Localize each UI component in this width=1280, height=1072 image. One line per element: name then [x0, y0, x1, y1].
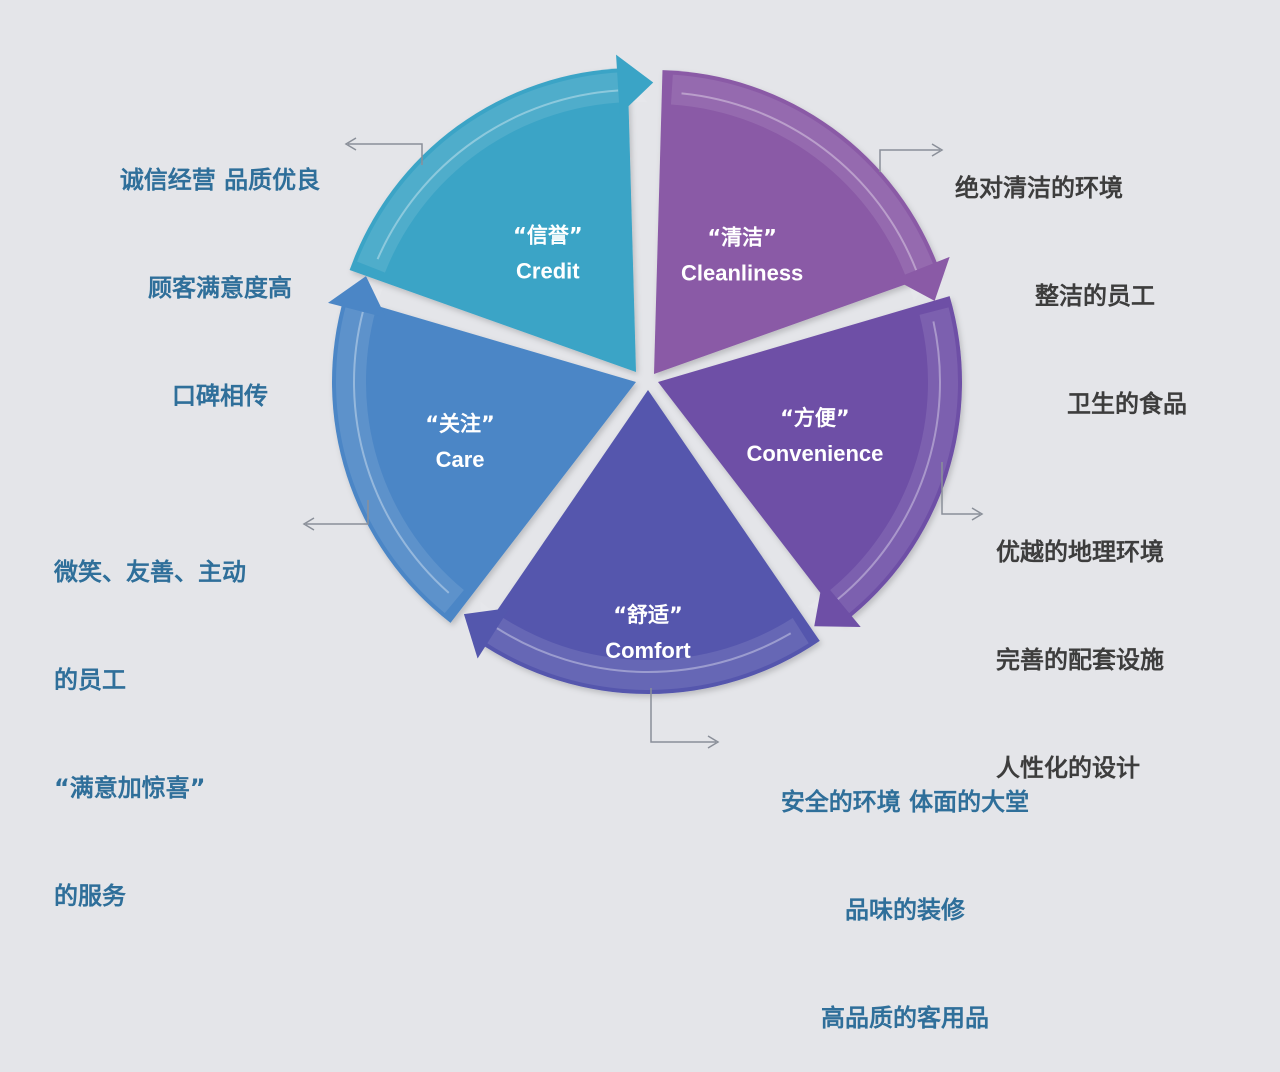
segment-arc-line-comfort	[496, 627, 792, 673]
connector-cleanliness-head	[931, 143, 944, 157]
connector-convenience	[941, 462, 980, 515]
connector-care	[306, 500, 369, 525]
note-credit-line-2: 顾客满意度高	[148, 274, 292, 302]
note-credit-line-3: 口碑相传	[172, 382, 268, 410]
segment-arc-convenience	[807, 307, 958, 617]
connector-convenience-head	[971, 507, 984, 521]
note-comfort: 安全的环境 体面的大堂 品味的装修 高品质的客用品	[740, 712, 1070, 1072]
note-convenience: 优越的地理环境 完善的配套设施 人性化的设计	[996, 462, 1164, 822]
segment-label-cn-convenience: “方便”	[780, 406, 850, 430]
segment-label-cn-comfort: “舒适”	[613, 603, 683, 627]
segment-convenience	[658, 296, 962, 623]
segment-comfort	[476, 390, 820, 694]
connectors	[302, 137, 984, 749]
segment-credit	[349, 68, 636, 372]
note-care: 微笑、友善、主动 的员工 “满意加惊喜” 的服务	[54, 482, 246, 950]
segment-arc-line-credit	[376, 89, 619, 260]
note-credit: 诚信经营 品质优良 顾客满意度高 口碑相传	[92, 90, 348, 450]
note-care-line-4: 的服务	[54, 882, 126, 910]
arrowhead-cleanliness	[893, 256, 950, 301]
segment-label-en-convenience: Convenience	[746, 441, 883, 466]
connector-comfort	[650, 688, 716, 743]
arrowhead-credit	[616, 54, 654, 115]
note-cleanliness: 绝对清洁的环境 整洁的员工 卫生的食品	[955, 98, 1187, 458]
note-care-line-1: 微笑、友善、主动	[54, 558, 246, 586]
note-care-line-3: “满意加惊喜”	[54, 774, 206, 802]
connector-care-head	[302, 517, 315, 531]
segment-label-en-comfort: Comfort	[605, 638, 691, 663]
arrowhead-care	[327, 276, 387, 318]
note-care-line-2: 的员工	[54, 666, 126, 694]
segment-arc-care	[336, 287, 464, 614]
note-comfort-line-2: 品味的装修	[845, 896, 965, 924]
segment-care	[332, 296, 636, 623]
connector-comfort-head	[707, 735, 720, 749]
segment-label-cn-care: “关注”	[425, 412, 495, 436]
note-convenience-line-3: 人性化的设计	[996, 754, 1140, 782]
note-cleanliness-line-3: 卫生的食品	[1067, 390, 1187, 418]
note-convenience-line-1: 优越的地理环境	[996, 538, 1164, 566]
segment-arc-credit	[357, 72, 648, 273]
segment-arc-comfort	[480, 601, 809, 690]
segment-arc-line-cleanliness	[681, 92, 918, 271]
segment-arc-line-care	[353, 311, 450, 594]
note-cleanliness-line-2: 整洁的员工	[1035, 282, 1155, 310]
segment-cleanliness	[654, 70, 941, 374]
arrowhead-comfort	[463, 607, 510, 659]
note-convenience-line-2: 完善的配套设施	[996, 646, 1164, 674]
connector-credit	[348, 143, 423, 165]
note-credit-line-1: 诚信经营 品质优良	[119, 166, 321, 194]
segment-arc-line-convenience	[837, 321, 941, 601]
note-comfort-line-3: 高品质的客用品	[821, 1004, 989, 1032]
arrowhead-convenience	[814, 580, 861, 628]
note-comfort-line-1: 安全的环境 体面的大堂	[780, 788, 1030, 816]
connector-credit-head	[344, 137, 357, 151]
service-wheel-diagram: “信誉” Credit “清洁” Cleanliness “方便” Convenience…	[302, 54, 984, 749]
segment-label-en-care: Care	[436, 447, 485, 472]
connector-cleanliness	[879, 149, 940, 172]
segment-label-cn-cleanliness: “清洁”	[707, 226, 777, 250]
segment-label-cn-credit: “信誉”	[513, 224, 583, 248]
note-cleanliness-line-1: 绝对清洁的环境	[955, 174, 1123, 202]
segment-label-en-credit: Credit	[516, 259, 580, 284]
segment-label-en-cleanliness: Cleanliness	[681, 261, 803, 286]
